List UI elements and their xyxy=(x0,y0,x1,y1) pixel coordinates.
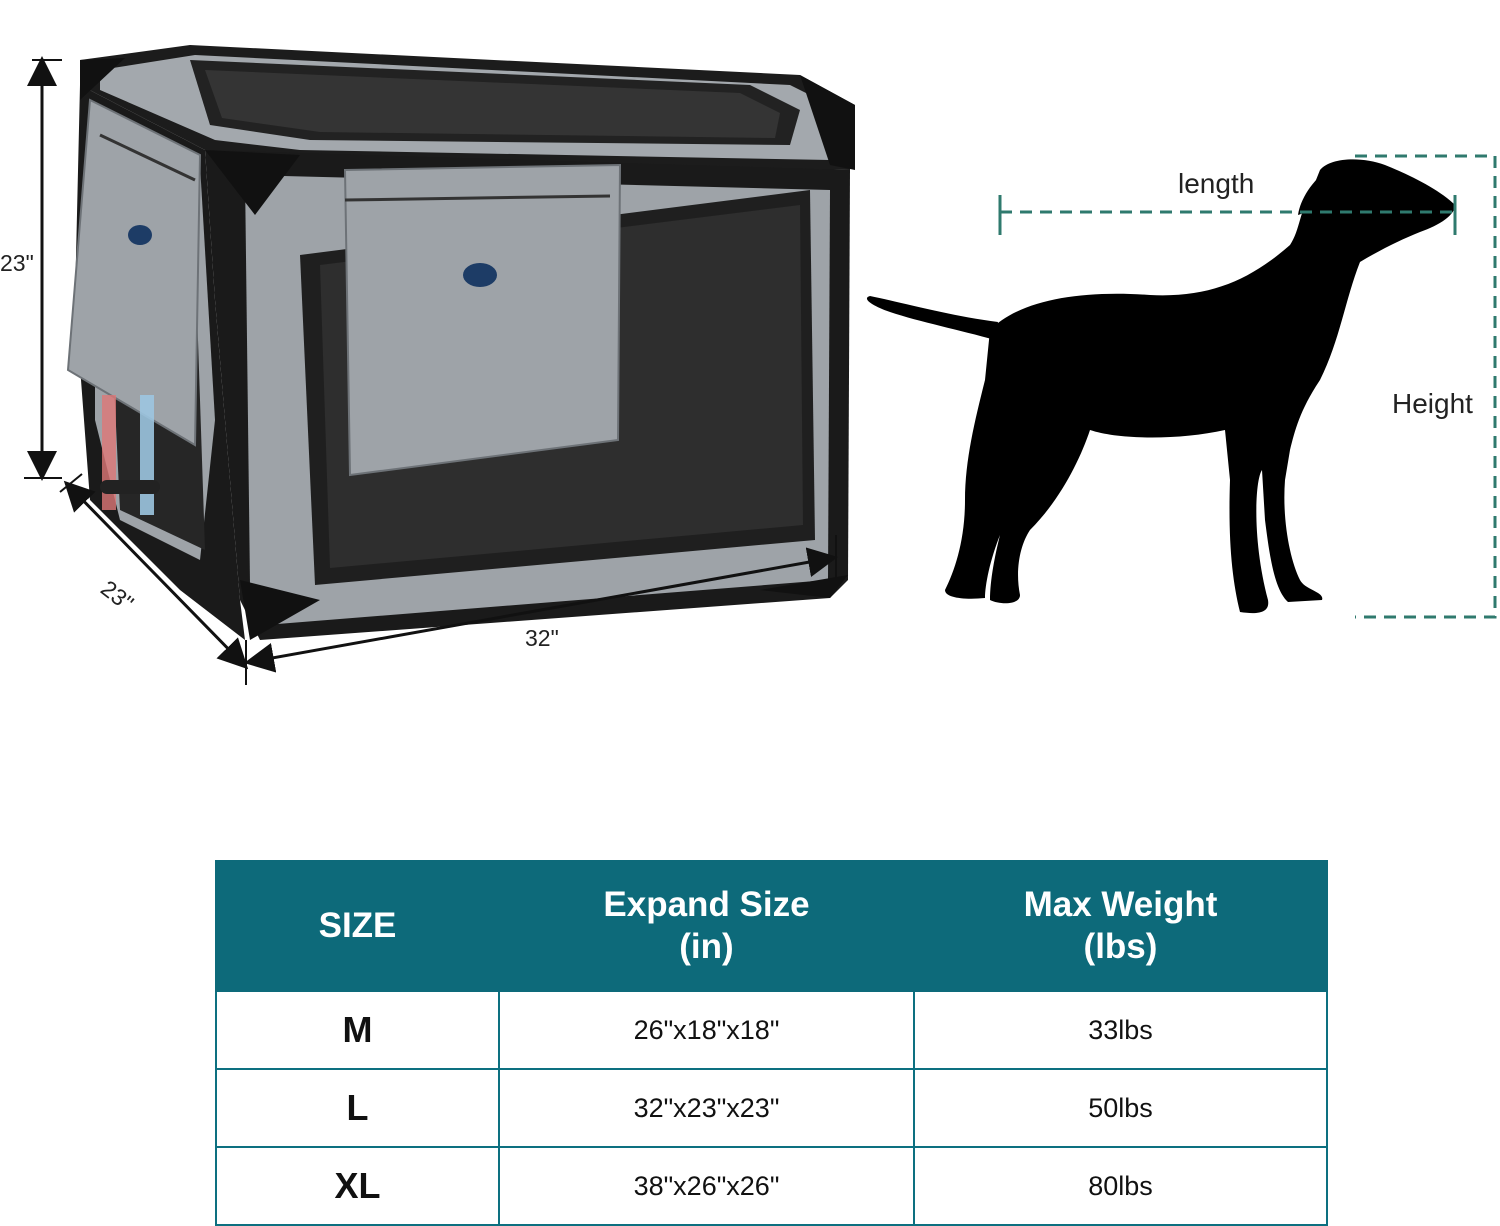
header-size: SIZE xyxy=(215,860,500,992)
width-dimension-label: 32" xyxy=(525,625,559,651)
size-cell: L xyxy=(215,1068,500,1148)
height-dimension-label: 23" xyxy=(0,250,34,276)
width-arrow xyxy=(244,547,838,673)
header-expand-size: Expand Size (in) xyxy=(498,860,915,992)
dog-silhouette xyxy=(866,159,1455,614)
table-row: L 32"x23"x23" 50lbs xyxy=(215,1068,1328,1148)
crate-illustration xyxy=(66,45,855,640)
height-label: Height xyxy=(1392,388,1473,419)
crate-side-flap xyxy=(66,98,202,447)
expand-size-cell: 38"x26"x26" xyxy=(498,1146,915,1226)
crate-front-flap xyxy=(343,163,622,477)
header-max-weight: Max Weight (lbs) xyxy=(913,860,1328,992)
expand-size-cell: 26"x18"x18" xyxy=(498,990,915,1070)
length-label: length xyxy=(1178,168,1255,199)
table-header-row: SIZE Expand Size (in) Max Weight (lbs) xyxy=(215,860,1328,992)
table-row: XL 38"x26"x26" 80lbs xyxy=(215,1146,1328,1226)
dog-diagram xyxy=(866,154,1497,619)
expand-size-cell: 32"x23"x23" xyxy=(498,1068,915,1148)
max-weight-cell: 50lbs xyxy=(913,1068,1328,1148)
table-row: M 26"x18"x18" 33lbs xyxy=(215,990,1328,1070)
max-weight-cell: 33lbs xyxy=(913,990,1328,1070)
max-weight-cell: 80lbs xyxy=(913,1146,1328,1226)
dimension-lines xyxy=(24,56,838,685)
size-table: SIZE Expand Size (in) Max Weight (lbs) M… xyxy=(215,860,1328,1226)
size-cell: M xyxy=(215,990,500,1070)
depth-arrow xyxy=(63,480,249,670)
height-measure-line xyxy=(1355,154,1497,619)
size-cell: XL xyxy=(215,1146,500,1226)
